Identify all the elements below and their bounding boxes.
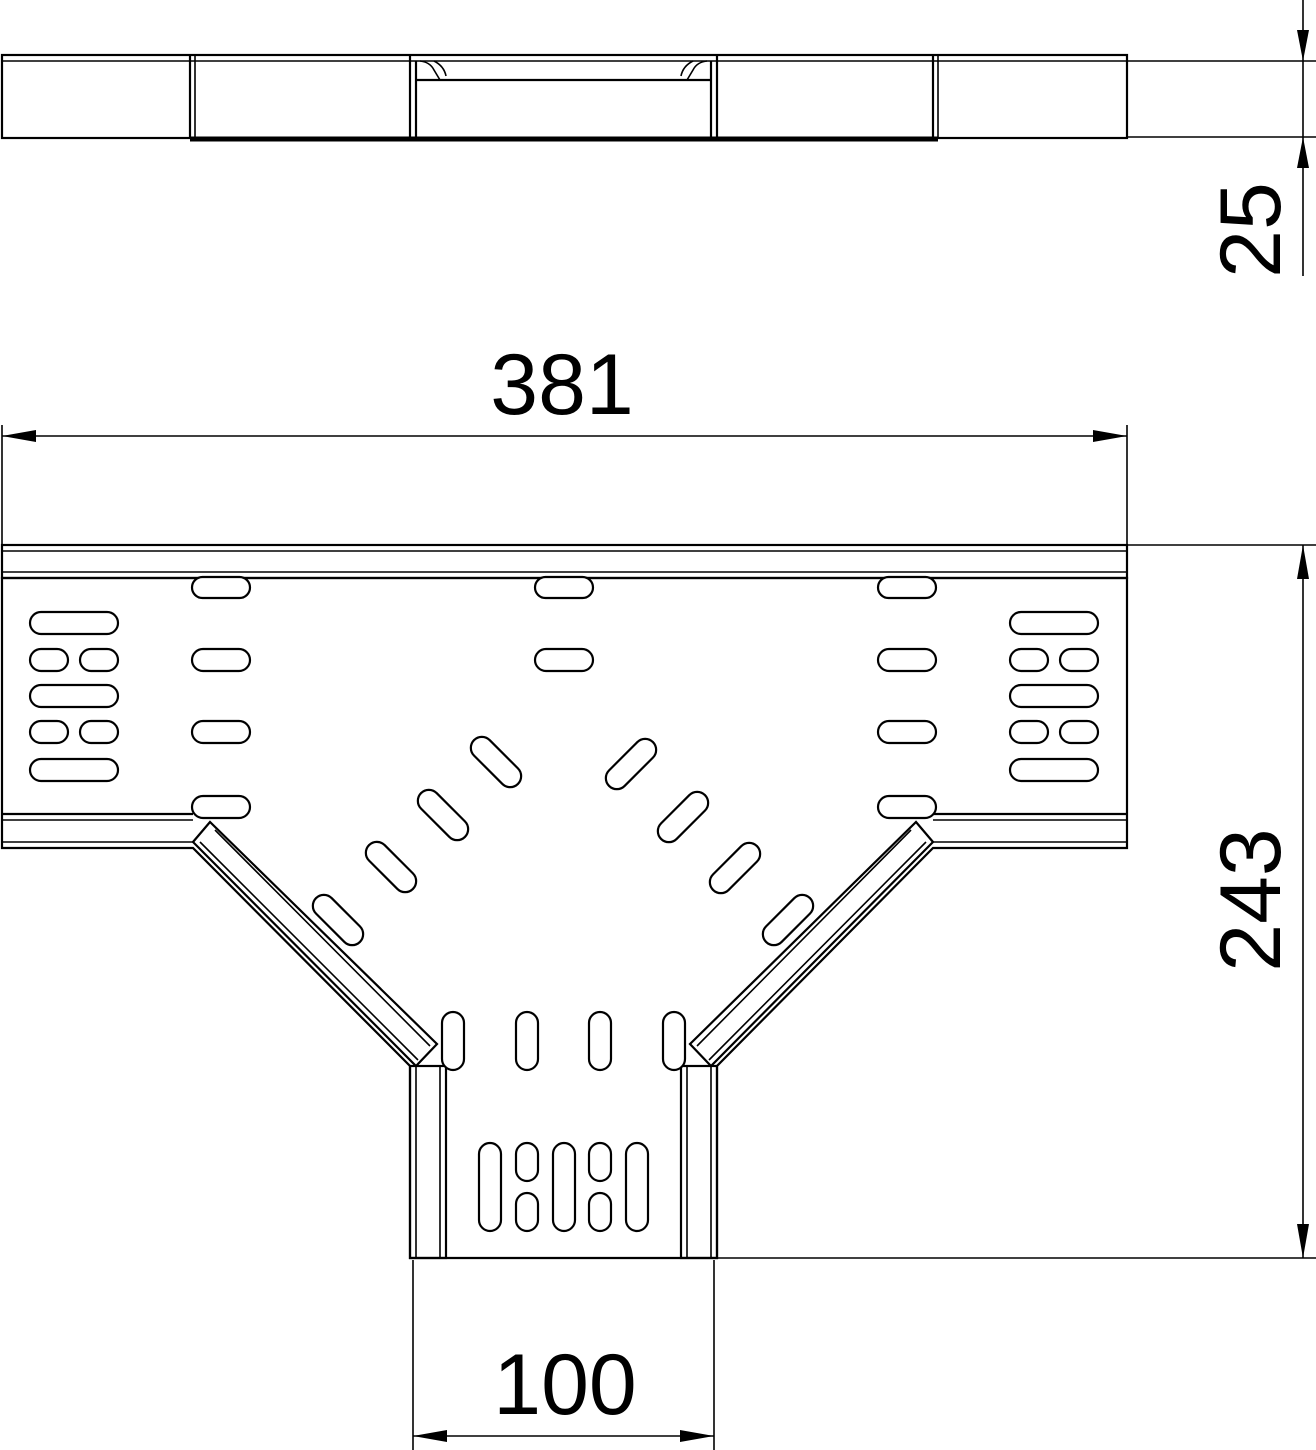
slot: [1008, 757, 1100, 783]
slot: [876, 647, 938, 673]
arrow-head: [680, 1430, 714, 1442]
slot: [28, 610, 120, 636]
slot-group-top: [190, 575, 938, 820]
slot: [28, 647, 70, 673]
branch-left-wall: [408, 1064, 448, 1260]
slot: [190, 794, 252, 820]
dimension-overall-depth: 243: [717, 544, 1316, 1259]
arrow-head: [1297, 137, 1309, 168]
slot: [469, 735, 523, 789]
arrow-head: [413, 1430, 447, 1442]
slot: [656, 790, 710, 844]
slot: [190, 647, 252, 673]
slot: [1008, 610, 1100, 636]
plan-view: [0, 543, 1129, 1260]
slot: [1008, 647, 1050, 673]
dimension-381-label: 381: [490, 337, 634, 433]
arrow-head: [1093, 430, 1127, 442]
slot: [876, 719, 938, 745]
slot-pattern-right-end: [1008, 610, 1100, 783]
slot: [708, 841, 762, 895]
slot: [533, 647, 595, 673]
slot: [364, 840, 418, 894]
arrow-head: [1297, 30, 1309, 61]
arrow-head: [1297, 545, 1309, 579]
slot: [28, 683, 120, 709]
slot: [876, 575, 938, 600]
slot: [1058, 647, 1100, 673]
slot: [624, 1141, 650, 1233]
arrow-head: [1297, 1224, 1309, 1258]
slot: [28, 757, 120, 783]
diagonal-slots-right: [604, 737, 815, 947]
slot: [587, 1141, 613, 1183]
side-view-clip-right: [686, 60, 708, 81]
branch-slots: [440, 1010, 687, 1072]
slot: [514, 1191, 540, 1233]
slot-pattern-branch-end: [477, 1141, 650, 1233]
dimension-243-label: 243: [1203, 828, 1299, 972]
slot: [1008, 719, 1050, 745]
slot: [190, 719, 252, 745]
top-side-wall: [0, 543, 1129, 580]
slot: [514, 1010, 540, 1072]
slot: [78, 647, 120, 673]
slot: [190, 575, 252, 600]
slot: [1008, 683, 1100, 709]
side-view-outline: [0, 53, 1129, 140]
arrow-head: [2, 430, 36, 442]
slot: [876, 794, 938, 820]
slot: [1058, 719, 1100, 745]
slot: [761, 893, 815, 947]
slot: [587, 1010, 613, 1072]
slot: [311, 893, 365, 947]
slot: [661, 1010, 687, 1072]
side-view: [0, 53, 1129, 142]
side-view-clip-left: [419, 60, 441, 81]
dimension-height: 25: [1127, 0, 1316, 278]
slot: [440, 1010, 466, 1072]
slot: [416, 788, 470, 842]
slot: [604, 737, 658, 791]
slot: [533, 575, 595, 600]
slot-pattern-left-end: [28, 610, 120, 783]
slot: [78, 719, 120, 745]
slot: [587, 1191, 613, 1233]
right-lower-wall: [933, 812, 1127, 843]
slot: [514, 1141, 540, 1183]
right-diagonal-wall: [688, 820, 935, 1068]
left-diagonal-wall: [191, 820, 439, 1068]
slot: [551, 1141, 577, 1233]
slot: [28, 719, 70, 745]
left-lower-wall: [2, 812, 193, 843]
dimension-25-label: 25: [1203, 182, 1299, 278]
dimension-branch-width: 100: [412, 1260, 715, 1450]
slot: [477, 1141, 503, 1233]
diagonal-slots-left: [311, 735, 523, 947]
dimension-100-label: 100: [493, 1337, 637, 1433]
dimension-overall-width: 381: [1, 337, 1128, 578]
branch-right-wall: [679, 1064, 719, 1260]
